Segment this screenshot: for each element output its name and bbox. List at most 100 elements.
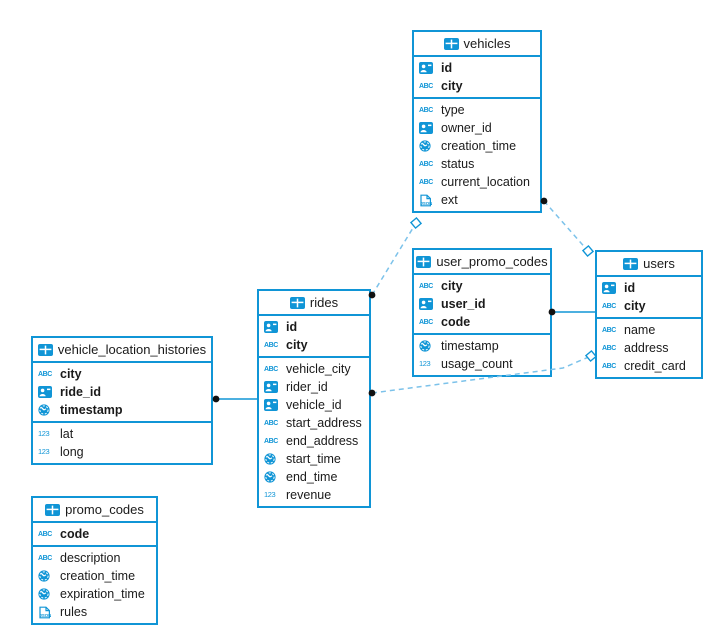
field-label: lat [60, 426, 74, 441]
table-header-vehicles[interactable]: vehicles [414, 32, 540, 57]
field-row-lat[interactable]: 123 lat [33, 425, 211, 443]
field-label: end_address [286, 433, 359, 448]
clock-icon [264, 453, 282, 465]
field-row-creation_time[interactable]: creation_time [414, 137, 540, 155]
field-label: timestamp [60, 402, 123, 417]
field-row-vehicle_id[interactable]: vehicle_id [259, 396, 369, 414]
field-row-timestamp[interactable]: timestamp [33, 401, 211, 419]
abc-icon: ABC [38, 554, 52, 562]
field-label: id [286, 319, 298, 334]
field-row-id[interactable]: id [597, 279, 701, 297]
table-name: rides [309, 295, 339, 310]
field-row-user_id[interactable]: user_id [414, 295, 550, 313]
123-icon: 123 [38, 429, 50, 439]
field-label: code [441, 314, 471, 329]
123-icon: 123 [264, 490, 276, 500]
field-label: rules [60, 604, 88, 619]
field-label: end_time [286, 469, 338, 484]
field-label: creation_time [60, 568, 136, 583]
abc-icon: ABC [264, 341, 278, 349]
table-icon [623, 257, 639, 270]
field-row-id[interactable]: id [259, 318, 369, 336]
id-badge-icon [38, 386, 56, 398]
table-header-rides[interactable]: rides [259, 291, 369, 316]
id-badge-icon [419, 62, 437, 74]
table-icon [37, 343, 53, 356]
table-header-user_promo_codes[interactable]: user_promo_codes [414, 250, 550, 275]
field-label: id [624, 280, 636, 295]
field-label: status [441, 156, 475, 171]
field-label: city [624, 298, 646, 313]
field-label: ride_id [60, 384, 101, 399]
field-label: expiration_time [60, 586, 145, 601]
field-row-end_time[interactable]: end_time [259, 468, 369, 486]
relationship-diamond-users [581, 244, 595, 258]
abc-icon: ABC [38, 530, 52, 538]
field-row-expiration_time[interactable]: expiration_time [33, 585, 156, 603]
id-badge-icon [419, 122, 437, 134]
relationship-line-vehicles-users[interactable] [543, 200, 589, 252]
svg-text:JSON: JSON [420, 201, 432, 206]
id-badge-icon [264, 399, 282, 411]
field-row-creation_time[interactable]: creation_time [33, 567, 156, 585]
abc-icon: ABC [419, 282, 433, 290]
field-label: rider_id [286, 379, 328, 394]
field-label: current_location [441, 174, 530, 189]
table-name: promo_codes [65, 502, 144, 517]
field-row-rider_id[interactable]: rider_id [259, 378, 369, 396]
clock-icon [38, 588, 56, 600]
field-label: usage_count [441, 356, 513, 371]
table-name: vehicles [463, 36, 511, 51]
field-row-start_time[interactable]: start_time [259, 450, 369, 468]
field-label: start_address [286, 415, 362, 430]
field-row-code[interactable]: ABC code [33, 525, 156, 543]
relationship-line-rides-vehicles[interactable] [371, 222, 417, 296]
field-row-owner_id[interactable]: owner_id [414, 119, 540, 137]
relationship-diamond-vehicles [409, 216, 423, 230]
abc-icon: ABC [264, 365, 278, 373]
table-header-promo_codes[interactable]: promo_codes [33, 498, 156, 523]
field-row-timestamp[interactable]: timestamp [414, 337, 550, 355]
table-name: users [643, 256, 675, 271]
field-label: code [60, 526, 90, 541]
abc-icon: ABC [419, 106, 433, 114]
table-header-vehicle_location_histories[interactable]: vehicle_location_histories [33, 338, 211, 363]
field-row-id[interactable]: id [414, 59, 540, 77]
field-row-ride_id[interactable]: ride_id [33, 383, 211, 401]
field-label: user_id [441, 296, 486, 311]
table-header-users[interactable]: users [597, 252, 701, 277]
field-label: vehicle_id [286, 397, 342, 412]
